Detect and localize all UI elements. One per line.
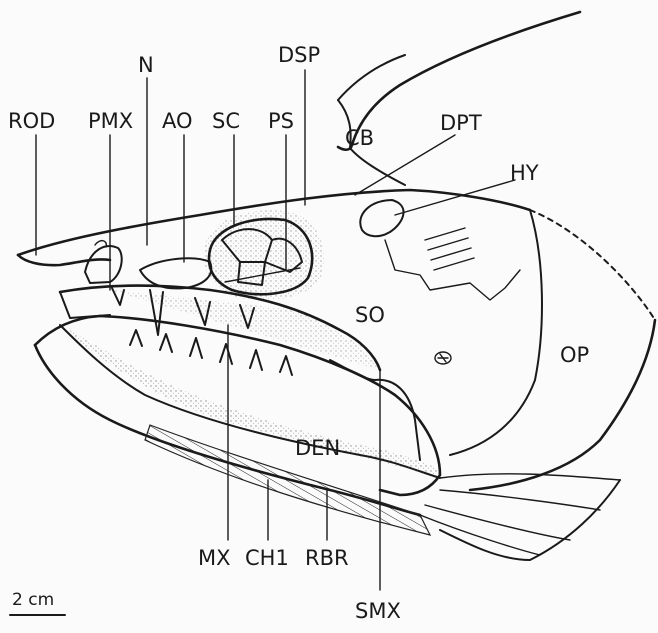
label-rbr: RBR — [305, 546, 349, 570]
label-ch1: CH1 — [245, 546, 289, 570]
label-op: OP — [560, 343, 589, 367]
label-den: DEN — [295, 436, 340, 460]
label-ao: AO — [162, 109, 193, 133]
label-hy: HY — [510, 161, 539, 185]
label-n: N — [138, 53, 154, 77]
scale-bar-label: 2 cm — [12, 590, 54, 610]
label-cb: CB — [345, 126, 374, 150]
label-mx: MX — [198, 546, 231, 570]
label-dsp: DSP — [278, 43, 320, 67]
label-so: SO — [355, 303, 385, 327]
label-pmx: PMX — [88, 109, 133, 133]
label-ps: PS — [268, 109, 294, 133]
label-dpt: DPT — [440, 111, 482, 135]
label-smx: SMX — [355, 599, 401, 623]
label-sc: SC — [212, 109, 240, 133]
label-rod: ROD — [8, 109, 55, 133]
orbit — [204, 210, 324, 300]
